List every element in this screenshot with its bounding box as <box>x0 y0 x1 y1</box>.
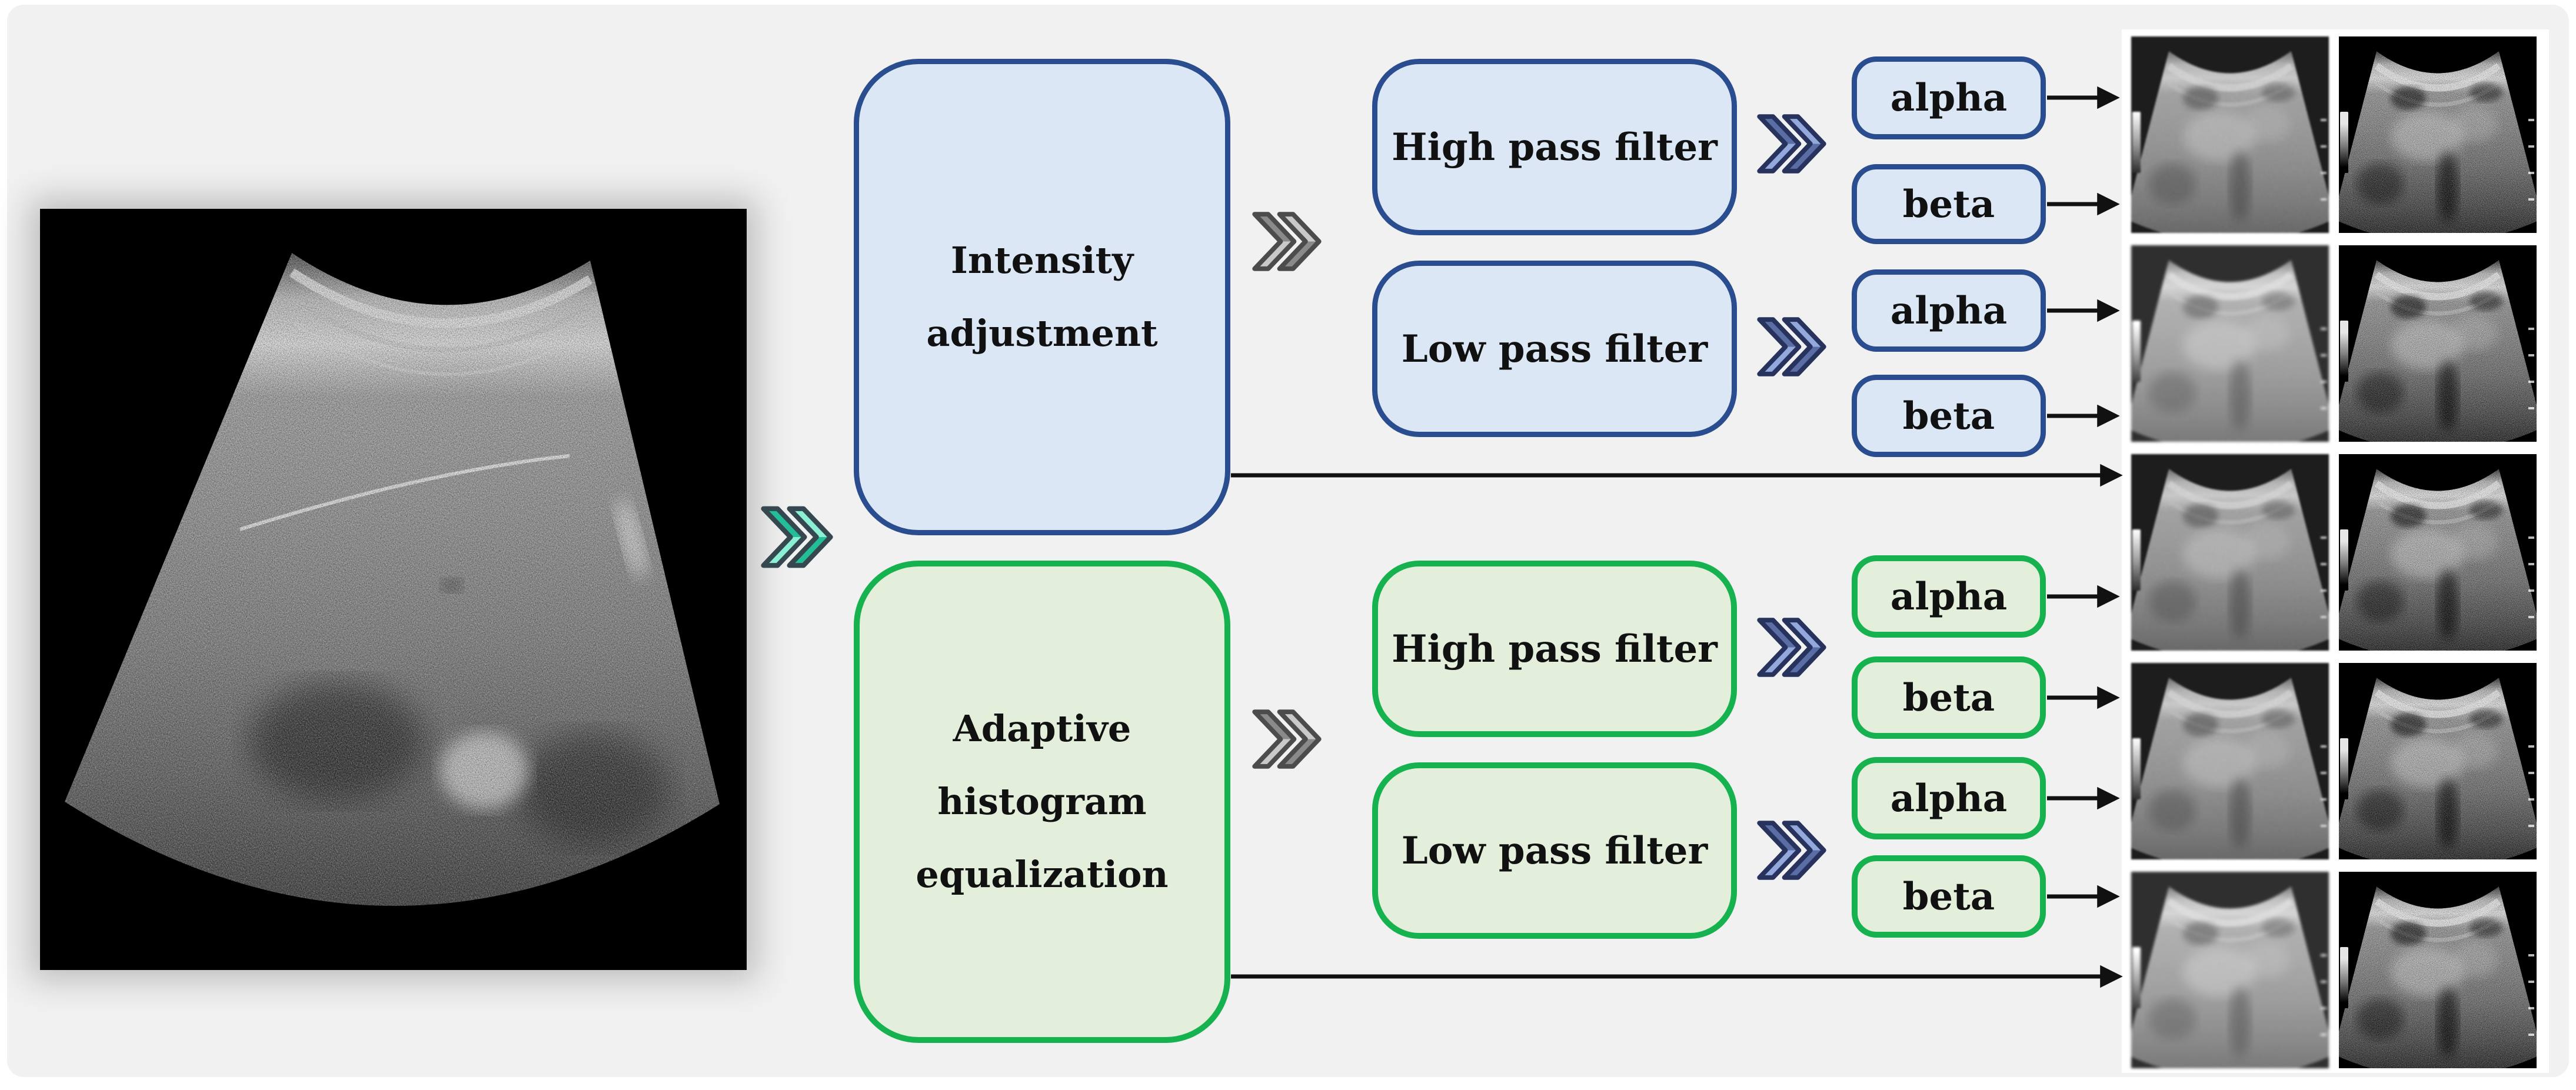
output-ultrasound-thumbnail <box>2339 663 2537 859</box>
alpha-param-box: alpha <box>1852 757 2046 839</box>
param-label: beta <box>1902 394 1995 438</box>
output-ultrasound-thumbnail <box>2339 245 2537 442</box>
filter-label: High pass filter <box>1392 125 1718 169</box>
blue-double-chevron-icon <box>1756 616 1827 678</box>
low-pass-filter-box: Low pass filter <box>1372 762 1737 939</box>
box-label-line: adjustment <box>926 312 1158 355</box>
gray-double-chevron-icon <box>1252 211 1322 272</box>
param-label: alpha <box>1890 776 2008 821</box>
output-ultrasound-thumbnail <box>2131 663 2329 859</box>
filter-label: Low pass filter <box>1401 828 1708 873</box>
output-ultrasound-thumbnail <box>2131 454 2329 651</box>
filter-label: Low pass filter <box>1401 326 1708 371</box>
param-label: beta <box>1902 874 1995 919</box>
beta-param-box: beta <box>1852 375 2046 457</box>
alpha-param-box: alpha <box>1852 56 2046 139</box>
output-ultrasound-thumbnail <box>2131 245 2329 442</box>
output-ultrasound-thumbnail <box>2339 454 2537 651</box>
high-pass-filter-box: High pass filter <box>1372 561 1737 737</box>
output-ultrasound-thumbnail <box>2339 872 2537 1068</box>
param-label: alpha <box>1890 574 2008 619</box>
output-ultrasound-thumbnail <box>2339 36 2537 233</box>
box-label-line: equalization <box>916 853 1169 896</box>
alpha-param-box: alpha <box>1852 269 2046 352</box>
beta-param-box: beta <box>1852 656 2046 739</box>
filter-label: High pass filter <box>1392 626 1718 671</box>
box-label-line: Intensity <box>950 239 1134 282</box>
input-ultrasound-image <box>40 209 747 970</box>
intensity-adjustment-box: Intensity adjustment <box>854 59 1230 535</box>
blue-double-chevron-icon <box>1756 819 1827 881</box>
param-label: alpha <box>1890 76 2008 120</box>
gray-double-chevron-icon <box>1252 708 1322 770</box>
param-label: beta <box>1902 675 1995 720</box>
low-pass-filter-box: Low pass filter <box>1372 261 1737 437</box>
beta-param-box: beta <box>1852 855 2046 938</box>
high-pass-filter-box: High pass filter <box>1372 59 1737 235</box>
blue-double-chevron-icon <box>1756 113 1827 175</box>
param-label: alpha <box>1890 288 2008 333</box>
param-label: beta <box>1902 182 1995 226</box>
adaptive-histogram-equalization-box: Adaptive histogram equalization <box>854 561 1230 1043</box>
output-ultrasound-thumbnail <box>2131 872 2329 1068</box>
teal-double-chevron-icon <box>760 505 834 569</box>
blue-double-chevron-icon <box>1756 316 1827 378</box>
alpha-param-box: alpha <box>1852 555 2046 638</box>
box-label-line: Adaptive <box>953 707 1131 750</box>
output-ultrasound-thumbnail <box>2131 36 2329 233</box>
beta-param-box: beta <box>1852 164 2046 244</box>
box-label-line: histogram <box>937 780 1147 823</box>
